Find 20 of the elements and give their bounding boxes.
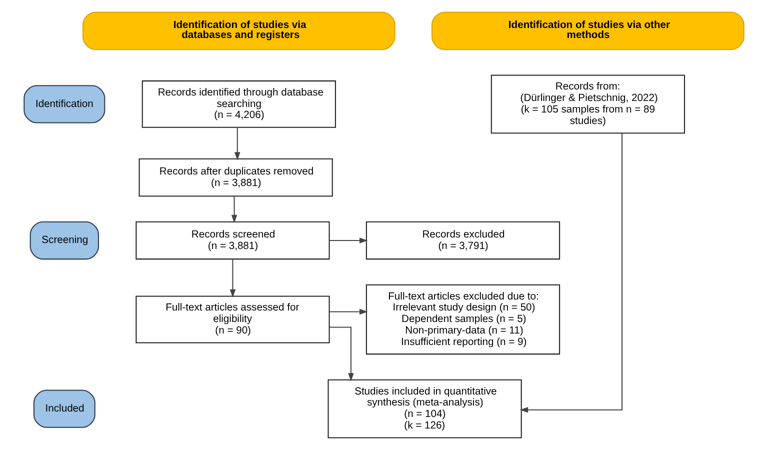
node-box: Records identified through database searching (n = 4,206) (141, 80, 336, 128)
node-box: Identification of studies via other methods (431, 12, 744, 50)
node-box: Records excluded (n = 3,791) (365, 221, 560, 260)
arrow (329, 326, 354, 382)
arrow (519, 133, 622, 413)
node-box: Records screened (n = 3,881) (135, 221, 330, 260)
node-box: Records after duplicates removed (n = 3,881) (138, 158, 332, 197)
node-box: Full-text articles assessed for eligibility (n = 90) (135, 296, 330, 344)
arrow (229, 259, 236, 298)
arrow (328, 238, 368, 244)
node-box: Records from: (Dürlinger & Pietschnig, 2022) (k = 105 samples from n = 89 studies) (490, 74, 685, 134)
arrow (230, 196, 237, 224)
arrow (328, 308, 368, 315)
node-box: Included (32, 390, 95, 428)
node-box: Identification (23, 85, 105, 124)
node-box: Screening (29, 221, 98, 260)
arrow (234, 128, 240, 160)
node-box: Full-text articles excluded due to: Irrelevant study design (n = 50) Dependent samples (n = 5) Non-primary-data (n = 11) Insufficient reporting (n = 9) (365, 284, 560, 355)
node-box: Identification of studies via databases and registers (82, 12, 395, 50)
node-box: Studies included in quantitative synthesis (meta-analysis) (n = 104) (k = 126) (327, 379, 522, 438)
